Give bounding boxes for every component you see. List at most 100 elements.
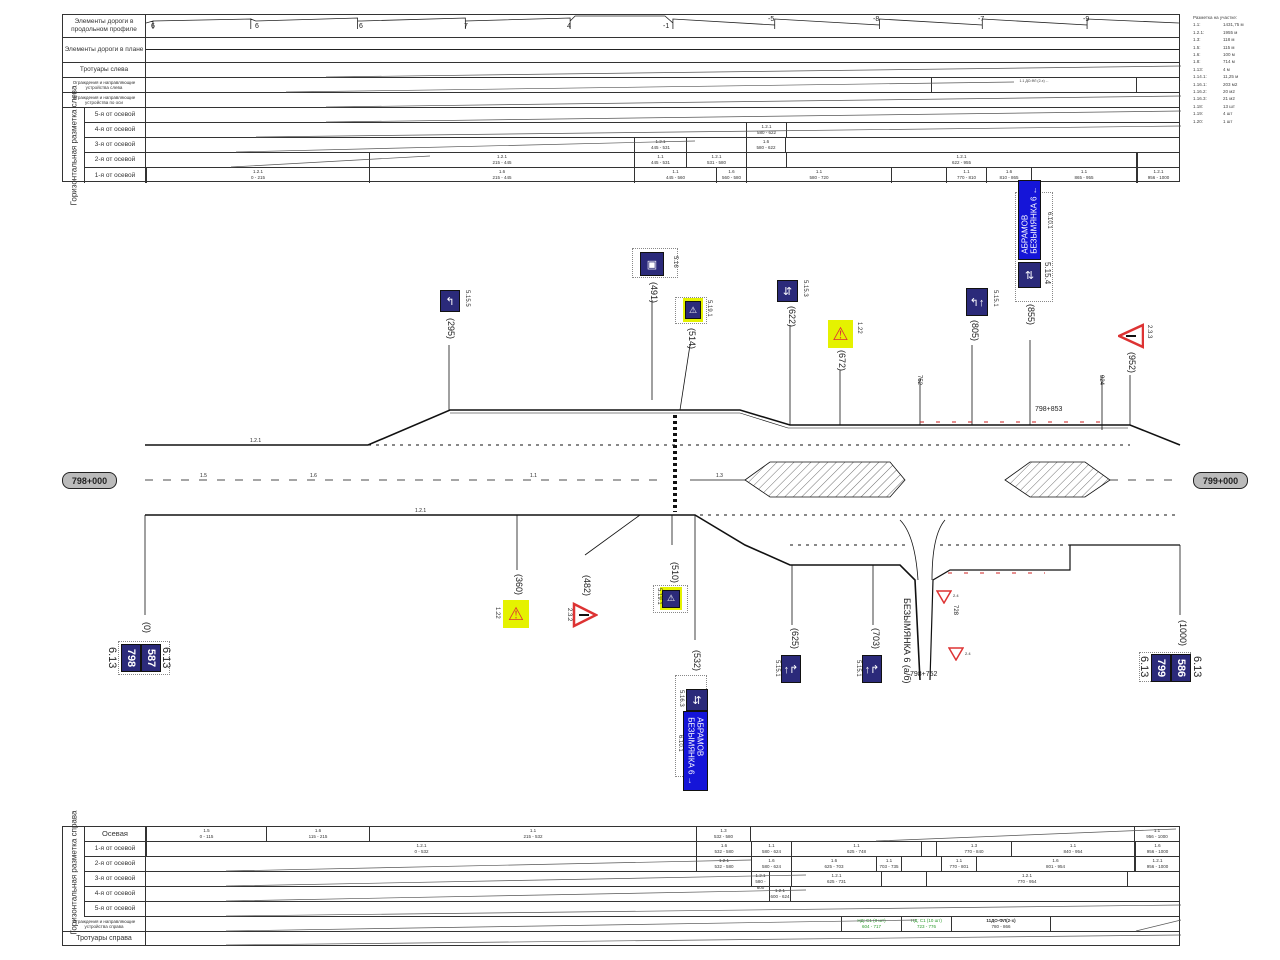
sign-5-15-1[interactable]: ↑↱ [862,655,882,683]
sign-code: 5.19.1 [706,300,712,317]
row-label: 4-я от осевой [85,123,146,137]
km-post-sign[interactable]: 586 [1171,654,1191,682]
profile-value: -7 [978,16,985,23]
pedestrian-warning-icon: ⚠ [832,323,849,344]
sign-code: 6.10.1 [677,735,683,752]
km-post-sign[interactable]: 587 [141,644,161,672]
sign-2-3-3[interactable] [1118,322,1144,350]
lane-merge-icon: ⇵ [782,285,793,298]
row-label: Ограждения и направляющие устройства по … [63,93,146,107]
lane-arrow-icon: ↰ [445,295,455,308]
sign-5-16-3[interactable]: ⇵ [686,689,708,711]
sign-2-3-2[interactable] [572,602,598,628]
row-label: Тротуары справа [63,932,146,946]
mark-label: 728 [952,605,958,616]
sign-distance: (1000) [1178,620,1188,647]
sign-distance: (855) [1026,304,1036,326]
row-label: Осевая [85,827,146,841]
legend-item: 1.2.1:1955 м [1193,29,1238,35]
marking-left-group: Горизонтальная разметка слева [63,86,85,205]
profile-value: 6 [359,23,363,30]
mark-label: 1.5 [200,473,207,479]
row-label: 2-я от осевой [85,857,146,871]
sign-5-19-1[interactable]: ⚠ [662,589,680,608]
sign-5-15-1[interactable]: ↑↱ [781,655,801,683]
sign-2-4[interactable] [936,590,952,604]
row-fence-axis: Ограждения и направляющие устройства по … [63,93,1179,108]
sign-distance: (482) [582,575,592,597]
row-plan: Элементы дороги в плане [63,38,1179,63]
mark-label: 924 [1098,375,1104,386]
row-fence-left: Ограждения и направляющие устройства сле… [63,78,1179,93]
row-label: Ограждения и направляющие устройства спр… [63,917,146,931]
row-label: 3-я от осевой [85,138,146,152]
legend-item: 1.5:115 м [1193,44,1235,50]
sign-code: 2.4 [965,651,971,656]
row-label: 5-я от осевой [85,902,146,916]
row-label: Тротуары слева [63,63,146,77]
sign-5-15-5[interactable]: ↰ [440,290,460,312]
sign-distance: (295) [446,318,456,340]
sign-5-15-3[interactable]: ⇵ [777,280,798,302]
sign-code: 2.4 [953,593,959,598]
row-sidewalks-right: Тротуары справа [63,932,1179,946]
sign-5-15-4[interactable]: ⇅ [1018,262,1041,288]
legend-item: 1.16.2:20 м2 [1193,89,1235,95]
sign-distance: (805) [970,320,980,342]
sign-distance: (510) [670,562,680,584]
station-start: 798+000 [62,472,117,489]
fence-cell: 11ДО-ФЛ(2-х)780 - 866 [951,917,1051,931]
traffic-island [744,461,906,498]
lane-arrows-icon: ⇅ [1024,269,1035,282]
sign-1-22[interactable]: ⚠ [828,320,853,348]
sign-code: 5.15.4 [1043,262,1052,285]
profile-value: -9 [1083,16,1090,23]
km-post-sign[interactable]: 798 [121,644,141,672]
legend-item: 1.16.1:203 м2 [1193,81,1238,87]
sign-code: 6.13 [106,647,118,669]
table-diagonals [225,828,1181,946]
lane-merge-icon: ⇵ [692,694,702,707]
row-5: 5-я от осевой [85,108,1179,123]
sign-5-19-1[interactable]: ⚠ [685,301,701,319]
sign-code: 6.13 [1138,656,1150,678]
sign-distance: (625) [790,628,800,650]
mark-label: 1.3 [716,473,723,479]
row-label: 3-я от осевой [85,872,146,886]
road-edge-bottom [145,514,921,681]
bus-stop-icon: ▣ [646,258,658,271]
sign-5-16[interactable]: ▣ [640,252,664,276]
sign-2-4[interactable] [948,647,964,661]
sign-1-22[interactable]: ⚠ [503,600,529,628]
sign-code: 5.16 [672,256,678,268]
row-label: 1-я от осевой [85,842,146,856]
legend-item: 1.8:714 м [1193,59,1235,65]
km-post-sign[interactable]: 799 [1151,654,1171,682]
sign-distance: (703) [871,628,881,650]
row-5: 5-я от осевой [85,902,1179,917]
sign-code: 1.22 [856,322,862,334]
mark-label: 1.2.1 [415,508,427,514]
fence-cell: 1.1 ДО-ФЛ (2-х) ... [931,78,1136,92]
mark-label: 752 [916,375,922,386]
sign-5-15-1[interactable]: ↰↑ [966,288,988,316]
